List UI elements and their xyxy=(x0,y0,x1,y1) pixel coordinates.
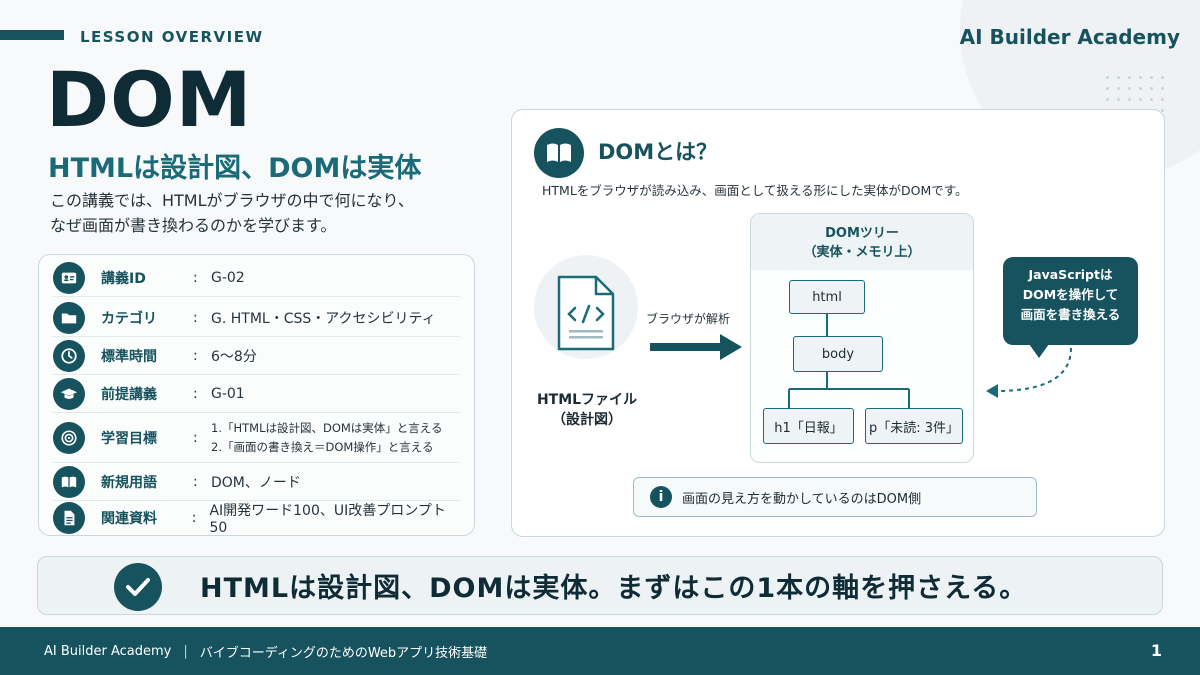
page-subtitle: HTMLは設計図、DOMは実体 xyxy=(48,153,422,184)
intro-text: この講義では、HTMLがブラウザの中で何になり、 なぜ画面が書き換わるのかを学び… xyxy=(50,189,470,239)
footer: AI Builder Academy | バイブコーディングのためのWebアプリ… xyxy=(0,627,1200,675)
dom-tree-header: DOMツリー （実体・メモリ上） xyxy=(751,214,973,270)
panel-title: DOMとは？ xyxy=(598,140,718,164)
header-accent-bar xyxy=(0,30,64,40)
id-card-icon xyxy=(53,261,85,294)
manipulate-arrow-icon xyxy=(986,347,1072,398)
goal-item: 1.「HTMLは設計図、DOMは実体」と言える xyxy=(211,421,443,436)
brand-logo-text: AI Builder Academy xyxy=(959,25,1180,49)
intro-line-2: なぜ画面が書き換わるのかを学びます。 xyxy=(50,215,337,235)
key-message-bar: HTMLは設計図、DOMは実体。まずはこの1本の軸を押さえる。 xyxy=(37,556,1163,615)
callout-line-2: DOMを操作して xyxy=(1022,287,1119,302)
footer-course-title: バイブコーディングのためのWebアプリ技術基礎 xyxy=(199,645,488,661)
info-row-category: カテゴリ : G. HTML・CSS・アクセシビリティ xyxy=(53,299,460,337)
info-icon: i xyxy=(650,486,672,508)
lesson-info-card: 講義ID : G-02 カテゴリ : G. HTML・CSS・アクセシビリティ … xyxy=(38,254,475,536)
dom-tree-box: DOMツリー （実体・メモリ上） html body h1「日報」 p「未読: … xyxy=(750,213,974,463)
parse-arrow-icon xyxy=(650,334,742,360)
document-icon xyxy=(53,502,85,534)
goal-item: 2.「画面の書き換え＝DOM操作」と言える xyxy=(211,439,434,454)
html-file-label-line-1: HTMLファイル xyxy=(536,392,638,408)
parse-label: ブラウザが解析 xyxy=(646,312,731,326)
info-row-prerequisite: 前提講義 : G-01 xyxy=(53,375,460,413)
goal-list: 1.「HTMLは設計図、DOMは実体」と言える 2.「画面の書き換え＝DOM操作… xyxy=(211,419,442,456)
clock-icon xyxy=(53,339,85,372)
open-book-icon xyxy=(534,128,584,178)
callout-line-3: 画面を書き換える xyxy=(1020,307,1121,322)
panel-description: HTMLをブラウザが読み込み、画面として扱える形にした実体がDOMです。 xyxy=(542,183,968,198)
info-row-lecture-id: 講義ID : G-02 xyxy=(53,259,460,297)
info-colon: : xyxy=(193,347,198,364)
dom-node-p: p「未読: 3件」 xyxy=(865,408,963,444)
lesson-label: LESSON OVERVIEW xyxy=(80,28,264,46)
info-row-related-materials: 関連資料 : AI開発ワード100、UI改善プロンプト50 xyxy=(53,499,460,537)
info-value: AI開発ワード100、UI改善プロンプト50 xyxy=(209,503,446,536)
page-number: 1 xyxy=(1150,641,1162,660)
info-value: G. HTML・CSS・アクセシビリティ xyxy=(211,310,436,327)
info-row-standard-time: 標準時間 : 6〜8分 xyxy=(53,337,460,375)
info-value: 6〜8分 xyxy=(211,348,257,365)
info-row-learning-goals: 学習目標 : 1.「HTMLは設計図、DOMは実体」と言える 2.「画面の書き換… xyxy=(53,413,460,463)
dom-node-body: body xyxy=(793,336,883,372)
info-value: G-02 xyxy=(211,269,245,286)
html-file-label: HTMLファイル （設計図） xyxy=(532,390,642,431)
info-colon: : xyxy=(193,429,198,446)
info-label: 前提講義 xyxy=(101,386,157,403)
dom-tree-title: DOMツリー xyxy=(825,226,899,241)
info-label: 新規用語 xyxy=(101,474,157,491)
info-label: 関連資料 xyxy=(101,511,157,527)
info-value: G-01 xyxy=(211,385,245,402)
info-note: i 画面の見え方を動かしているのはDOM側 xyxy=(633,477,1037,517)
info-colon: : xyxy=(191,510,197,526)
dom-tree-connectors xyxy=(788,314,910,408)
info-colon: : xyxy=(193,473,198,490)
dom-concept-panel: DOMとは？ HTMLをブラウザが読み込み、画面として扱える形にした実体がDOM… xyxy=(511,109,1165,537)
html-file-label-line-2: （設計図） xyxy=(552,412,622,429)
graduation-cap-icon xyxy=(53,377,85,410)
dom-tree-subtitle: （実体・メモリ上） xyxy=(803,244,921,260)
info-label: カテゴリ xyxy=(101,310,157,327)
html-file-icon xyxy=(557,275,615,351)
callout-line-1: JavaScriptは xyxy=(1028,267,1113,282)
info-colon: : xyxy=(193,385,198,402)
info-label: 標準時間 xyxy=(101,348,157,365)
info-colon: : xyxy=(193,269,198,286)
dom-node-html: html xyxy=(789,280,865,314)
book-icon xyxy=(53,465,85,498)
info-value: DOM、ノード xyxy=(211,474,301,491)
footer-separator: | xyxy=(183,643,188,659)
info-label: 講義ID xyxy=(101,270,146,287)
info-colon: : xyxy=(193,309,198,326)
target-icon xyxy=(53,421,85,454)
intro-line-1: この講義では、HTMLがブラウザの中で何になり、 xyxy=(50,191,414,210)
info-label: 学習目標 xyxy=(101,430,157,447)
info-note-text: 画面の見え方を動かしているのはDOM側 xyxy=(682,491,922,507)
callout-tail xyxy=(1029,344,1049,358)
folder-icon xyxy=(53,301,85,334)
footer-brand: AI Builder Academy xyxy=(44,643,172,659)
info-row-new-terms: 新規用語 : DOM、ノード xyxy=(53,463,460,501)
page-title: DOM xyxy=(46,55,253,144)
javascript-callout: JavaScriptは DOMを操作して 画面を書き換える xyxy=(1003,257,1138,345)
dom-node-h1: h1「日報」 xyxy=(763,408,854,444)
key-message-text: HTMLは設計図、DOMは実体。まずはこの1本の軸を押さえる。 xyxy=(200,573,1028,604)
check-icon xyxy=(114,563,162,611)
